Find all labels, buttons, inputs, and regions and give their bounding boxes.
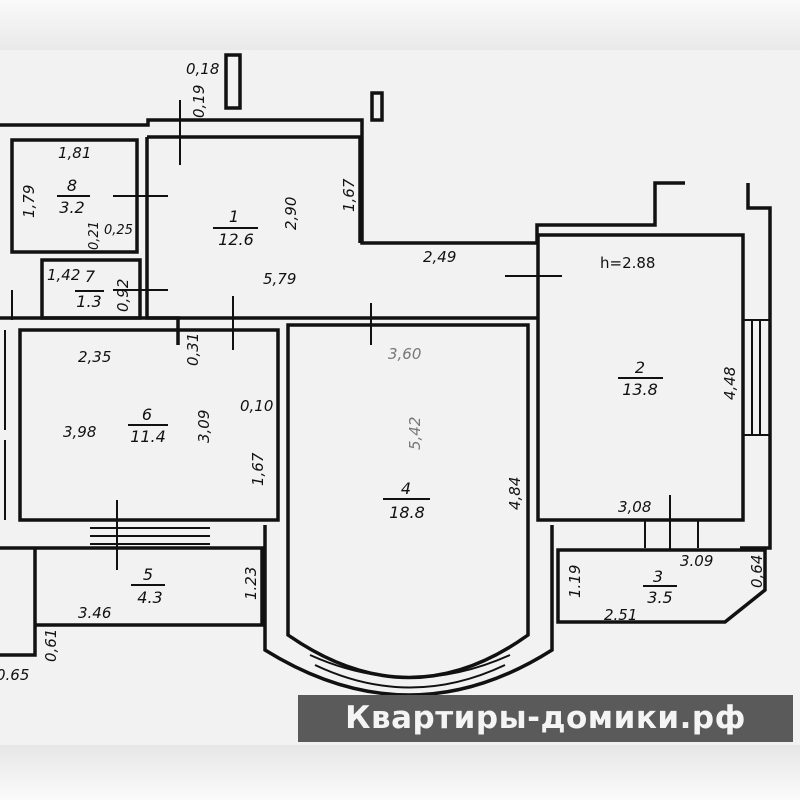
svg-text:1,67: 1,67	[340, 178, 358, 212]
svg-text:0,10: 0,10	[240, 397, 273, 415]
photo-bottom-edge	[0, 745, 800, 800]
svg-text:18.8: 18.8	[389, 503, 425, 522]
room-5-label: 5 4.3	[131, 565, 165, 607]
svg-text:1,42: 1,42	[47, 266, 80, 284]
room-6-label: 6 11.4	[128, 405, 168, 446]
svg-text:2,35: 2,35	[78, 348, 111, 366]
walls	[0, 53, 772, 697]
svg-text:0,21: 0,21	[87, 221, 102, 250]
svg-text:11.4: 11.4	[130, 427, 166, 446]
svg-text:1: 1	[229, 207, 239, 226]
svg-text:4: 4	[401, 479, 411, 498]
svg-text:4,84: 4,84	[506, 477, 524, 510]
svg-text:5,79: 5,79	[263, 270, 296, 288]
svg-text:0,61: 0,61	[42, 629, 60, 662]
svg-text:3: 3	[653, 567, 663, 586]
dimension-ticks	[113, 100, 671, 570]
svg-text:0,19: 0,19	[190, 85, 208, 118]
svg-text:1.3: 1.3	[76, 292, 101, 311]
svg-text:4,48: 4,48	[721, 367, 739, 400]
svg-text:1,67: 1,67	[249, 452, 267, 486]
svg-text:3,60: 3,60	[388, 345, 421, 363]
room-4-label: 4 18.8	[383, 479, 430, 522]
svg-text:0,18: 0,18	[186, 60, 219, 78]
svg-text:8: 8	[67, 176, 77, 195]
room-7-label: 7 1.3	[75, 267, 104, 311]
svg-text:2.51: 2.51	[604, 606, 637, 624]
dimension-labels: 0,18 0,19 1,81 1,79 0,21 0,25 1,42 0,92 …	[0, 60, 766, 684]
room-8-label: 8 3.2	[57, 176, 90, 217]
svg-text:0.65: 0.65	[0, 666, 29, 684]
watermark: Квартиры-домики.рф	[298, 695, 793, 742]
svg-text:6: 6	[142, 405, 152, 424]
svg-text:2,49: 2,49	[423, 248, 456, 266]
ceiling-height: h=2.88	[600, 254, 655, 272]
svg-text:4.3: 4.3	[137, 588, 162, 607]
svg-text:1,79: 1,79	[20, 185, 38, 218]
svg-text:2: 2	[635, 358, 645, 377]
svg-text:7: 7	[85, 267, 96, 286]
svg-text:3,09: 3,09	[195, 410, 213, 443]
svg-text:0,31: 0,31	[184, 333, 202, 366]
photo-top-edge	[0, 0, 800, 50]
svg-text:2,90: 2,90	[282, 197, 300, 230]
svg-text:3.5: 3.5	[647, 588, 672, 607]
svg-text:13.8: 13.8	[622, 380, 658, 399]
svg-text:0,64: 0,64	[748, 555, 766, 588]
room-3-label: 3 3.5	[643, 567, 677, 607]
svg-text:5,42: 5,42	[406, 417, 424, 450]
svg-text:3.2: 3.2	[59, 198, 84, 217]
svg-text:3.09: 3.09	[680, 552, 713, 570]
svg-text:3,98: 3,98	[63, 423, 96, 441]
svg-text:3.46: 3.46	[78, 604, 111, 622]
svg-text:1.23: 1.23	[242, 567, 260, 600]
svg-text:1.19: 1.19	[566, 565, 584, 598]
room-1-label: 1 12.6	[213, 207, 258, 249]
svg-text:0,92: 0,92	[114, 279, 132, 312]
svg-text:1,81: 1,81	[58, 144, 91, 162]
svg-text:0,25: 0,25	[104, 223, 133, 238]
svg-text:5: 5	[143, 565, 153, 584]
svg-text:12.6: 12.6	[218, 230, 254, 249]
room-2-label: 2 13.8	[618, 358, 663, 399]
svg-text:3,08: 3,08	[618, 498, 651, 516]
